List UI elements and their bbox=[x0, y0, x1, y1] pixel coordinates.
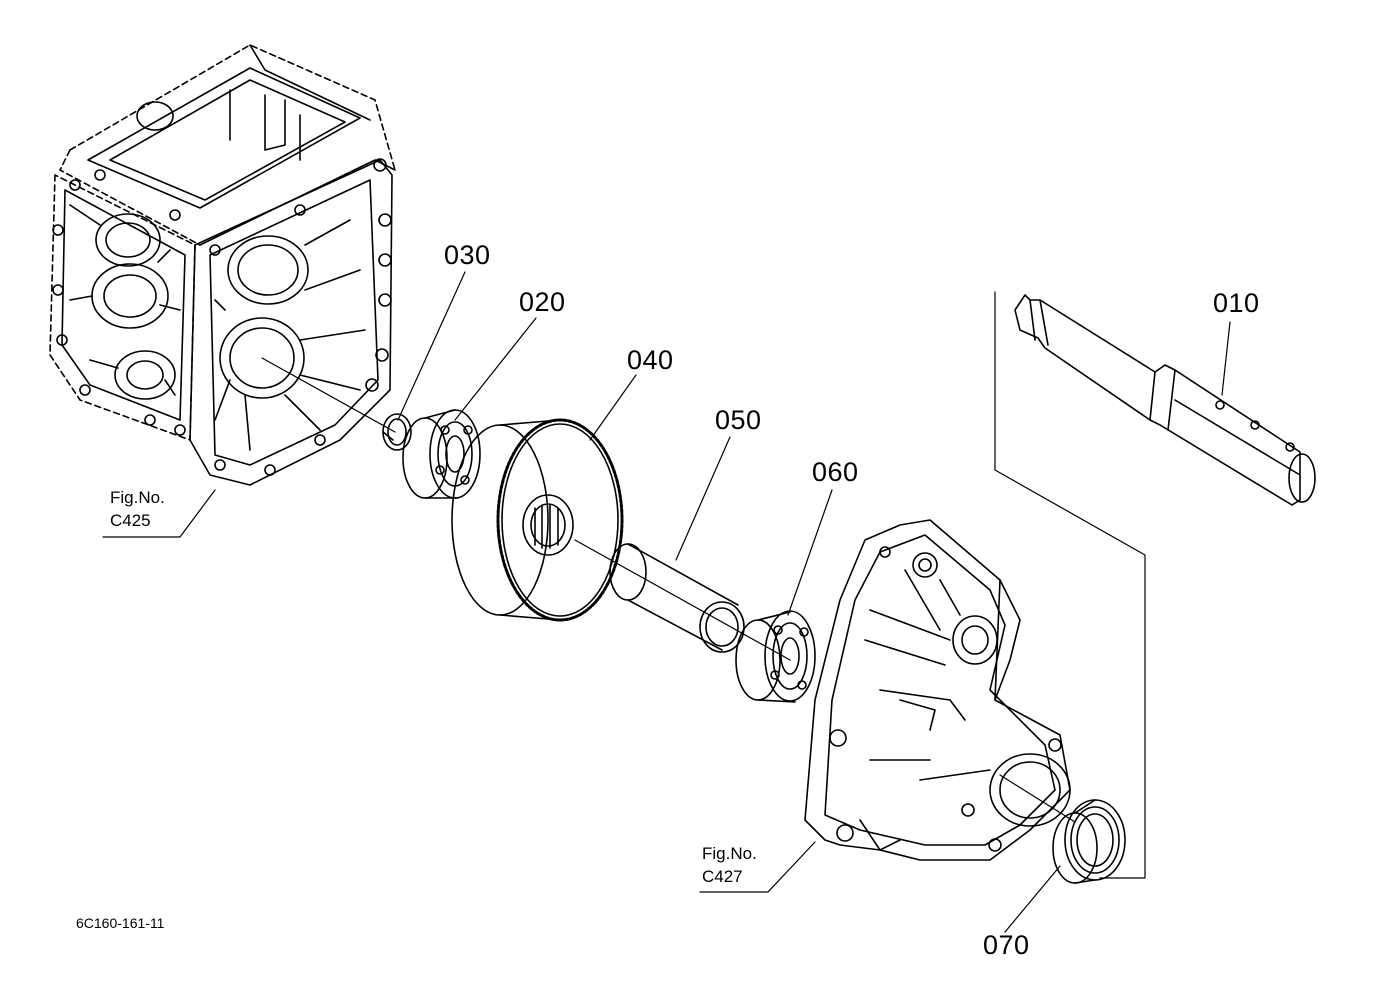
figure-ref-label: Fig.No. bbox=[702, 844, 757, 863]
figure-ref-label: Fig.No. bbox=[110, 488, 165, 507]
oil-seal-070 bbox=[1052, 799, 1126, 884]
collar-050 bbox=[609, 543, 745, 653]
ball-bearing-060 bbox=[574, 539, 816, 703]
callout-010: 010 bbox=[1213, 288, 1260, 318]
transmission-case-left bbox=[49, 44, 396, 486]
callout-040: 040 bbox=[627, 345, 674, 375]
callout-050: 050 bbox=[715, 405, 762, 435]
callout-030: 030 bbox=[444, 240, 491, 270]
ball-bearing-020 bbox=[402, 409, 481, 499]
figure-ref-code: C427 bbox=[702, 867, 743, 886]
callout-020: 020 bbox=[519, 287, 566, 317]
drawing-id: 6C160-161-11 bbox=[76, 915, 165, 931]
figure-ref-c425[interactable]: Fig.No. C425 bbox=[110, 486, 165, 532]
callout-060: 060 bbox=[812, 457, 859, 487]
callout-070: 070 bbox=[983, 930, 1030, 960]
leader-lines bbox=[102, 271, 1231, 933]
gear-040 bbox=[451, 418, 624, 622]
circlip-030 bbox=[382, 413, 412, 451]
figure-ref-code: C425 bbox=[110, 511, 151, 530]
figure-ref-c427[interactable]: Fig.No. C427 bbox=[702, 842, 757, 888]
transmission-case-right bbox=[804, 519, 1076, 861]
shaft-010 bbox=[994, 291, 1316, 879]
